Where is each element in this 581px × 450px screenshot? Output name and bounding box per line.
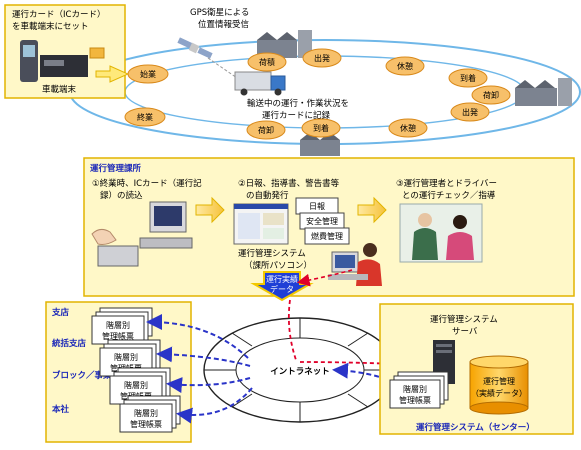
- oval-arrive2: 到着: [301, 118, 341, 138]
- branch-honsha: 本社: [52, 404, 70, 415]
- office-title: 運行管理課所: [90, 163, 142, 174]
- red-link-down: [287, 299, 297, 361]
- transport-line2: 運行カードに記録: [262, 110, 331, 121]
- svg-text:階層別: 階層別: [134, 408, 158, 418]
- card-box: 運行カード（ICカード） を車載端末にセット 車載端末: [4, 4, 126, 99]
- svg-text:終業: 終業: [137, 112, 153, 122]
- svg-text:荷卸: 荷卸: [258, 125, 274, 135]
- svg-text:休憩: 休憩: [400, 123, 416, 133]
- step-arrow-1: [195, 196, 225, 224]
- branch-block: ブロック／事業部: [52, 370, 121, 381]
- blue-link-shiten: [146, 314, 249, 359]
- svg-text:始業: 始業: [140, 69, 156, 79]
- warehouse-icon: [515, 78, 572, 106]
- svg-text:休憩: 休憩: [397, 61, 413, 71]
- step1-line1: ①終業時、ICカード（運行記: [92, 178, 202, 189]
- data-arrow-line1: 運行実績: [266, 274, 298, 284]
- svg-text:管理帳票: 管理帳票: [130, 419, 162, 429]
- doc-daily: 日報: [295, 197, 339, 215]
- oval-unloading: 荷卸: [246, 120, 286, 140]
- card-box-line1: 運行カード（ICカード）: [12, 9, 105, 20]
- card-insert-arrow: [95, 65, 130, 83]
- svg-text:階層別: 階層別: [114, 352, 138, 362]
- doc-safety: 安全管理: [299, 212, 345, 230]
- svg-text:階層別: 階層別: [106, 320, 130, 330]
- step2-line2: の自動発行: [246, 190, 289, 201]
- svg-text:出発: 出発: [314, 53, 330, 63]
- center-report-stack: 階層別 管理帳票: [389, 371, 449, 409]
- truck-icon: [234, 71, 286, 96]
- terminal-label: 車載端末: [42, 84, 77, 95]
- svg-text:日報: 日報: [309, 202, 325, 211]
- db-line1: 運行管理: [483, 376, 515, 386]
- vehicle-terminal-icon: [20, 40, 105, 82]
- center-caption: 運行管理システム（センター）: [416, 422, 535, 433]
- oval-loading: 荷積: [247, 52, 287, 72]
- step-arrow-2: [357, 196, 387, 224]
- svg-text:出発: 出発: [462, 107, 478, 117]
- doc-fuel: 燃費管理: [304, 227, 350, 245]
- operator-icon: [328, 243, 382, 286]
- report-stack: 階層別 管理帳票: [109, 367, 171, 405]
- svg-text:階層別: 階層別: [124, 380, 148, 390]
- step3-line1: ③運行管理者とドライバー: [396, 178, 497, 189]
- oval-depart-garage: 始業: [127, 64, 169, 84]
- oval-depart2: 出発: [450, 102, 490, 122]
- oval-rest1: 休憩: [385, 56, 425, 76]
- report-stack: 階層別 管理帳票: [91, 307, 153, 345]
- step2-line1: ②日報、指導書、警告書等: [238, 178, 340, 189]
- step3-line2: との運行チェック／指導: [402, 190, 496, 201]
- database-icon: 運行管理 （実績データ）: [469, 355, 529, 415]
- svg-text:到着: 到着: [313, 123, 329, 133]
- data-arrow-line2: データ: [270, 284, 294, 294]
- svg-text:荷積: 荷積: [259, 57, 275, 67]
- svg-text:荷卸: 荷卸: [483, 90, 499, 100]
- server-line1: 運行管理システム: [430, 314, 498, 325]
- oval-depart: 出発: [302, 48, 342, 68]
- system-line1: 運行管理システム: [238, 248, 306, 259]
- oval-rest2: 休憩: [388, 118, 428, 138]
- step1-line2: 録）の読込: [100, 190, 143, 201]
- oval-end: 終業: [124, 107, 166, 127]
- svg-text:燃費管理: 燃費管理: [311, 231, 343, 241]
- transport-line1: 輸送中の運行・作業状況を: [247, 98, 349, 109]
- system-line2: （課所パソコン）: [244, 260, 312, 271]
- intranet-label: イントラネット: [270, 366, 330, 377]
- report-stack: 階層別 管理帳票: [119, 395, 181, 433]
- card-box-line2: を車載端末にセット: [12, 21, 89, 32]
- svg-text:管理帳票: 管理帳票: [399, 395, 431, 405]
- card-reader-pc-icon: [91, 201, 193, 267]
- svg-text:階層別: 階層別: [403, 384, 427, 394]
- oval-unloading-right: 荷卸: [471, 85, 511, 105]
- svg-text:到着: 到着: [460, 73, 476, 83]
- satellite-icon: [177, 37, 213, 59]
- branch-shiten: 支店: [51, 307, 70, 318]
- svg-text:安全管理: 安全管理: [306, 216, 338, 226]
- branch-tokatsu: 統括支店: [52, 338, 87, 349]
- report-screen-icon: [233, 203, 289, 245]
- red-link-operator: [296, 269, 353, 287]
- db-line2: （実績データ）: [471, 388, 527, 398]
- oval-arrive1: 到着: [448, 68, 488, 88]
- svg-text:管理帳票: 管理帳票: [102, 331, 134, 341]
- blue-link-honsha: [176, 387, 253, 424]
- blue-link-tokatsu: [156, 346, 251, 367]
- meeting-photo: [399, 203, 483, 263]
- gps-line2: 位置情報受信: [198, 19, 250, 30]
- gps-line1: GPS衛星による: [190, 7, 249, 18]
- intranet-diagram: イントラネット: [203, 317, 397, 423]
- server-line2: サーバ: [452, 327, 478, 337]
